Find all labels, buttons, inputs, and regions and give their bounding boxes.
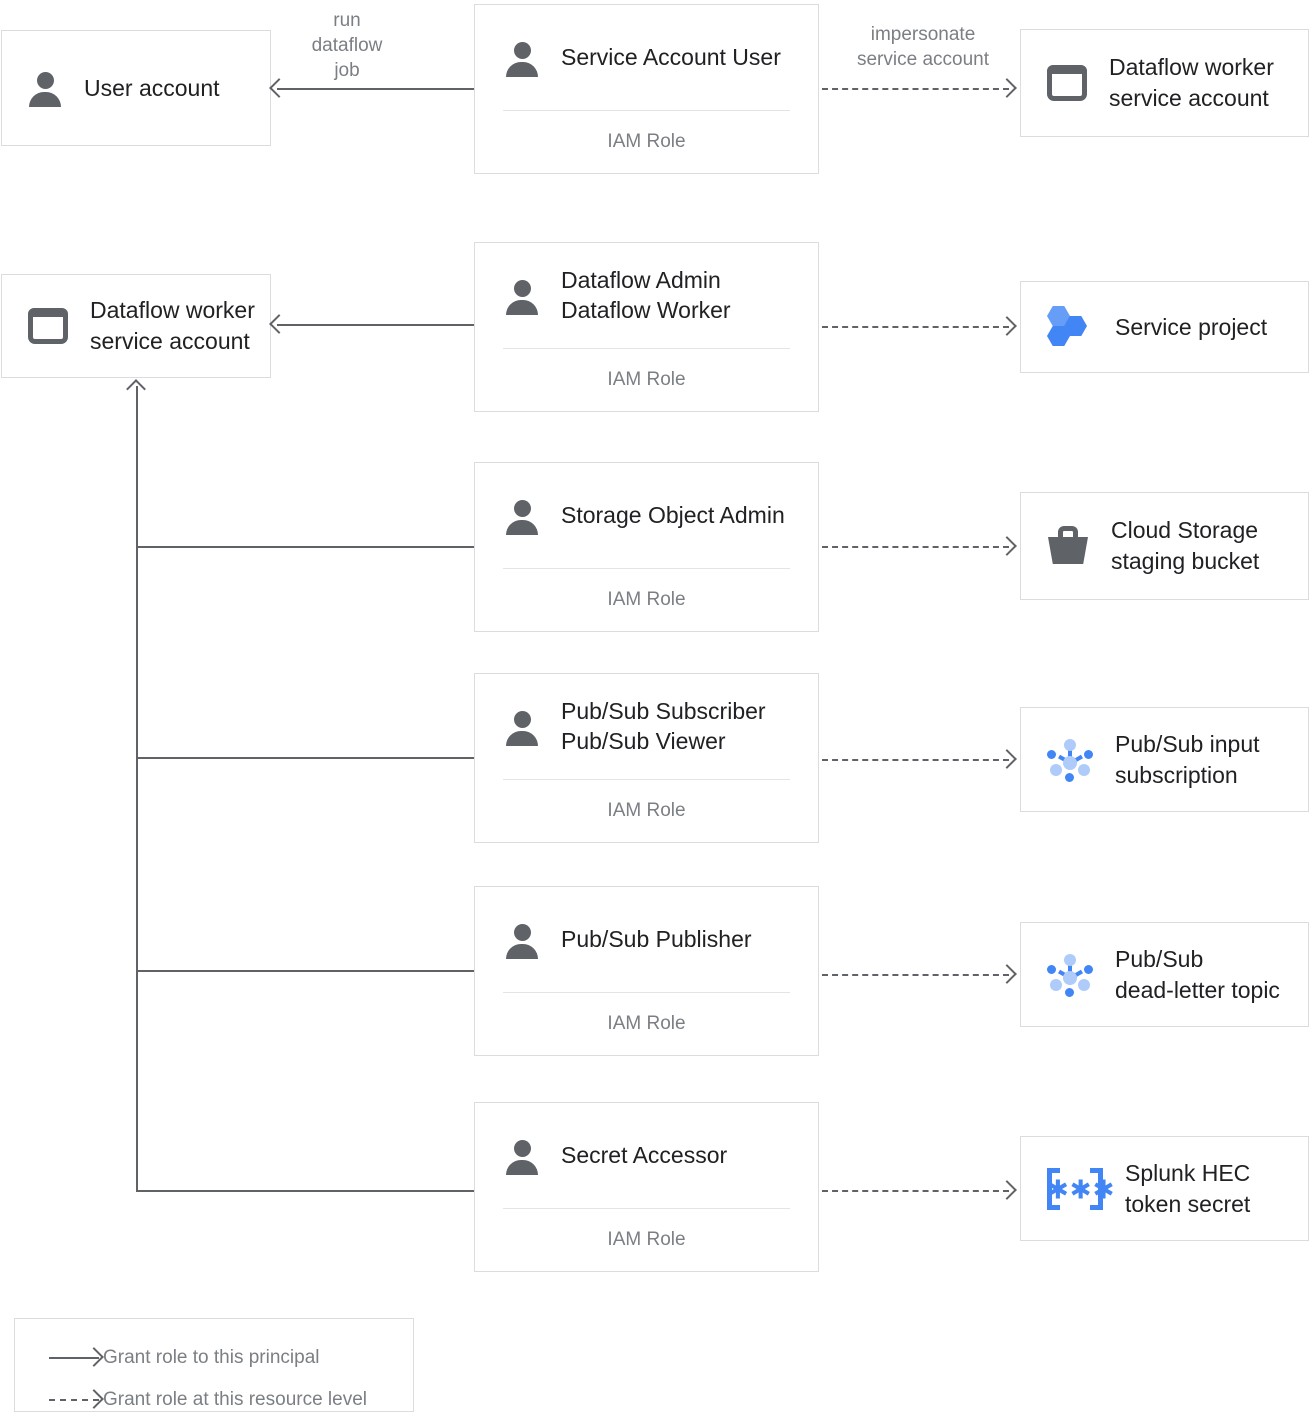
edge-bus-vertical xyxy=(136,386,138,1192)
pubsub-icon xyxy=(1047,952,1093,998)
edge-grant-resource-row6 xyxy=(822,1190,1009,1192)
role-names: Pub/Sub Subscriber Pub/Sub Viewer xyxy=(561,698,766,754)
principal-label: Dataflow worker service account xyxy=(90,297,255,354)
edge-grant-resource-row4 xyxy=(822,759,1009,761)
resource-service-project: Service project xyxy=(1020,281,1309,373)
card-divider xyxy=(503,1208,790,1209)
edge-grant-resource-row2 xyxy=(822,326,1009,328)
person-icon xyxy=(505,279,539,315)
arrowhead-up-bus xyxy=(126,379,146,399)
card-divider xyxy=(503,348,790,349)
principal-dataflow-worker-service-account: Dataflow worker service account xyxy=(1,274,271,378)
arrowhead-left-row1 xyxy=(269,78,289,98)
role-card-footer: IAM Role xyxy=(607,589,686,610)
role-card-footer: IAM Role xyxy=(607,800,686,821)
dashed-arrow-icon xyxy=(37,1389,104,1410)
role-card-footer: IAM Role xyxy=(607,131,686,152)
edge-grant-resource-row5 xyxy=(822,974,1009,976)
resource-label: Service project xyxy=(1115,313,1268,340)
person-icon xyxy=(505,1139,539,1175)
resource-label: Dataflow worker service account xyxy=(1109,54,1274,111)
legend-item-grant-principal: Grant role to this principal xyxy=(37,1337,391,1379)
resource-label: Pub/Sub dead-letter topic xyxy=(1115,945,1280,1003)
legend-label: Grant role at this resource level xyxy=(103,1389,368,1410)
legend-item-grant-resource: Grant role at this resource level xyxy=(37,1379,391,1416)
edge-grant-resource-row1 xyxy=(822,88,1009,90)
role-card-footer: IAM Role xyxy=(607,369,686,390)
resource-cloud-storage-staging-bucket: Cloud Storage staging bucket xyxy=(1020,492,1309,600)
role-card-footer: IAM Role xyxy=(607,1013,686,1034)
resource-label: Cloud Storage staging bucket xyxy=(1111,517,1260,574)
arrowhead-right-row5 xyxy=(997,964,1017,984)
edge-bus-branch-row6 xyxy=(136,1190,474,1192)
role-card-footer: IAM Role xyxy=(607,1229,686,1250)
card-divider xyxy=(503,110,790,111)
card-divider xyxy=(503,779,790,780)
service-account-icon xyxy=(28,308,68,344)
legend: Grant role to this principal Grant role … xyxy=(14,1318,414,1412)
resource-splunk-hec-token-secret: ✱✱✱ Splunk HEC token secret xyxy=(1020,1136,1309,1241)
project-icon xyxy=(1047,304,1093,350)
resource-dataflow-worker-service-account: Dataflow worker service account xyxy=(1020,29,1309,137)
role-names: Service Account User xyxy=(561,43,781,70)
resource-label: Pub/Sub input subscription xyxy=(1115,730,1260,788)
role-card-secret-accessor: Secret Accessor IAM Role xyxy=(474,1102,819,1272)
role-card-storage-object-admin: Storage Object Admin IAM Role xyxy=(474,462,819,632)
solid-arrow-icon xyxy=(37,1347,104,1368)
role-card-pubsub-publisher: Pub/Sub Publisher IAM Role xyxy=(474,886,819,1056)
edge-bus-branch-row3 xyxy=(136,546,474,548)
service-account-icon xyxy=(1047,65,1087,101)
edge-bus-branch-row4 xyxy=(136,757,474,759)
arrowhead-right-row1 xyxy=(997,78,1017,98)
edge-label-run-dataflow-job: run dataflow job xyxy=(311,10,383,82)
bucket-icon xyxy=(1047,526,1089,566)
role-names: Dataflow Admin Dataflow Worker xyxy=(561,267,731,323)
person-icon xyxy=(505,710,539,746)
role-card-dataflow-admin-worker: Dataflow Admin Dataflow Worker IAM Role xyxy=(474,242,819,412)
role-names: Secret Accessor xyxy=(561,1141,728,1168)
role-names: Storage Object Admin xyxy=(561,501,785,528)
secret-icon: ✱✱✱ xyxy=(1047,1167,1116,1210)
arrowhead-left-row2 xyxy=(269,314,289,334)
edge-grant-principal-row1 xyxy=(277,88,474,90)
card-divider xyxy=(503,568,790,569)
secret-stars: ✱✱✱ xyxy=(1047,1174,1116,1205)
role-names: Pub/Sub Publisher xyxy=(561,925,752,952)
card-divider xyxy=(503,992,790,993)
person-icon xyxy=(505,41,539,77)
edge-label-impersonate-service-account: impersonate service account xyxy=(856,24,989,71)
edge-grant-resource-row3 xyxy=(822,546,1009,548)
person-icon xyxy=(505,923,539,959)
resource-pubsub-input-subscription: Pub/Sub input subscription xyxy=(1020,707,1309,812)
edge-grant-principal-row2 xyxy=(277,324,474,326)
arrowhead-right-row4 xyxy=(997,749,1017,769)
legend-label: Grant role to this principal xyxy=(103,1347,320,1368)
person-icon xyxy=(28,71,62,107)
arrowhead-right-row2 xyxy=(997,316,1017,336)
role-card-service-account-user: Service Account User IAM Role xyxy=(474,4,819,174)
principal-label: User account xyxy=(84,74,220,101)
pubsub-icon xyxy=(1047,737,1093,783)
edge-bus-branch-row5 xyxy=(136,970,474,972)
resource-label: Splunk HEC token secret xyxy=(1125,1159,1251,1217)
role-card-pubsub-subscriber-viewer: Pub/Sub Subscriber Pub/Sub Viewer IAM Ro… xyxy=(474,673,819,843)
principal-user-account: User account xyxy=(1,30,271,146)
arrowhead-right-row3 xyxy=(997,536,1017,556)
resource-pubsub-dead-letter-topic: Pub/Sub dead-letter topic xyxy=(1020,922,1309,1027)
arrowhead-right-row6 xyxy=(997,1180,1017,1200)
person-icon xyxy=(505,499,539,535)
